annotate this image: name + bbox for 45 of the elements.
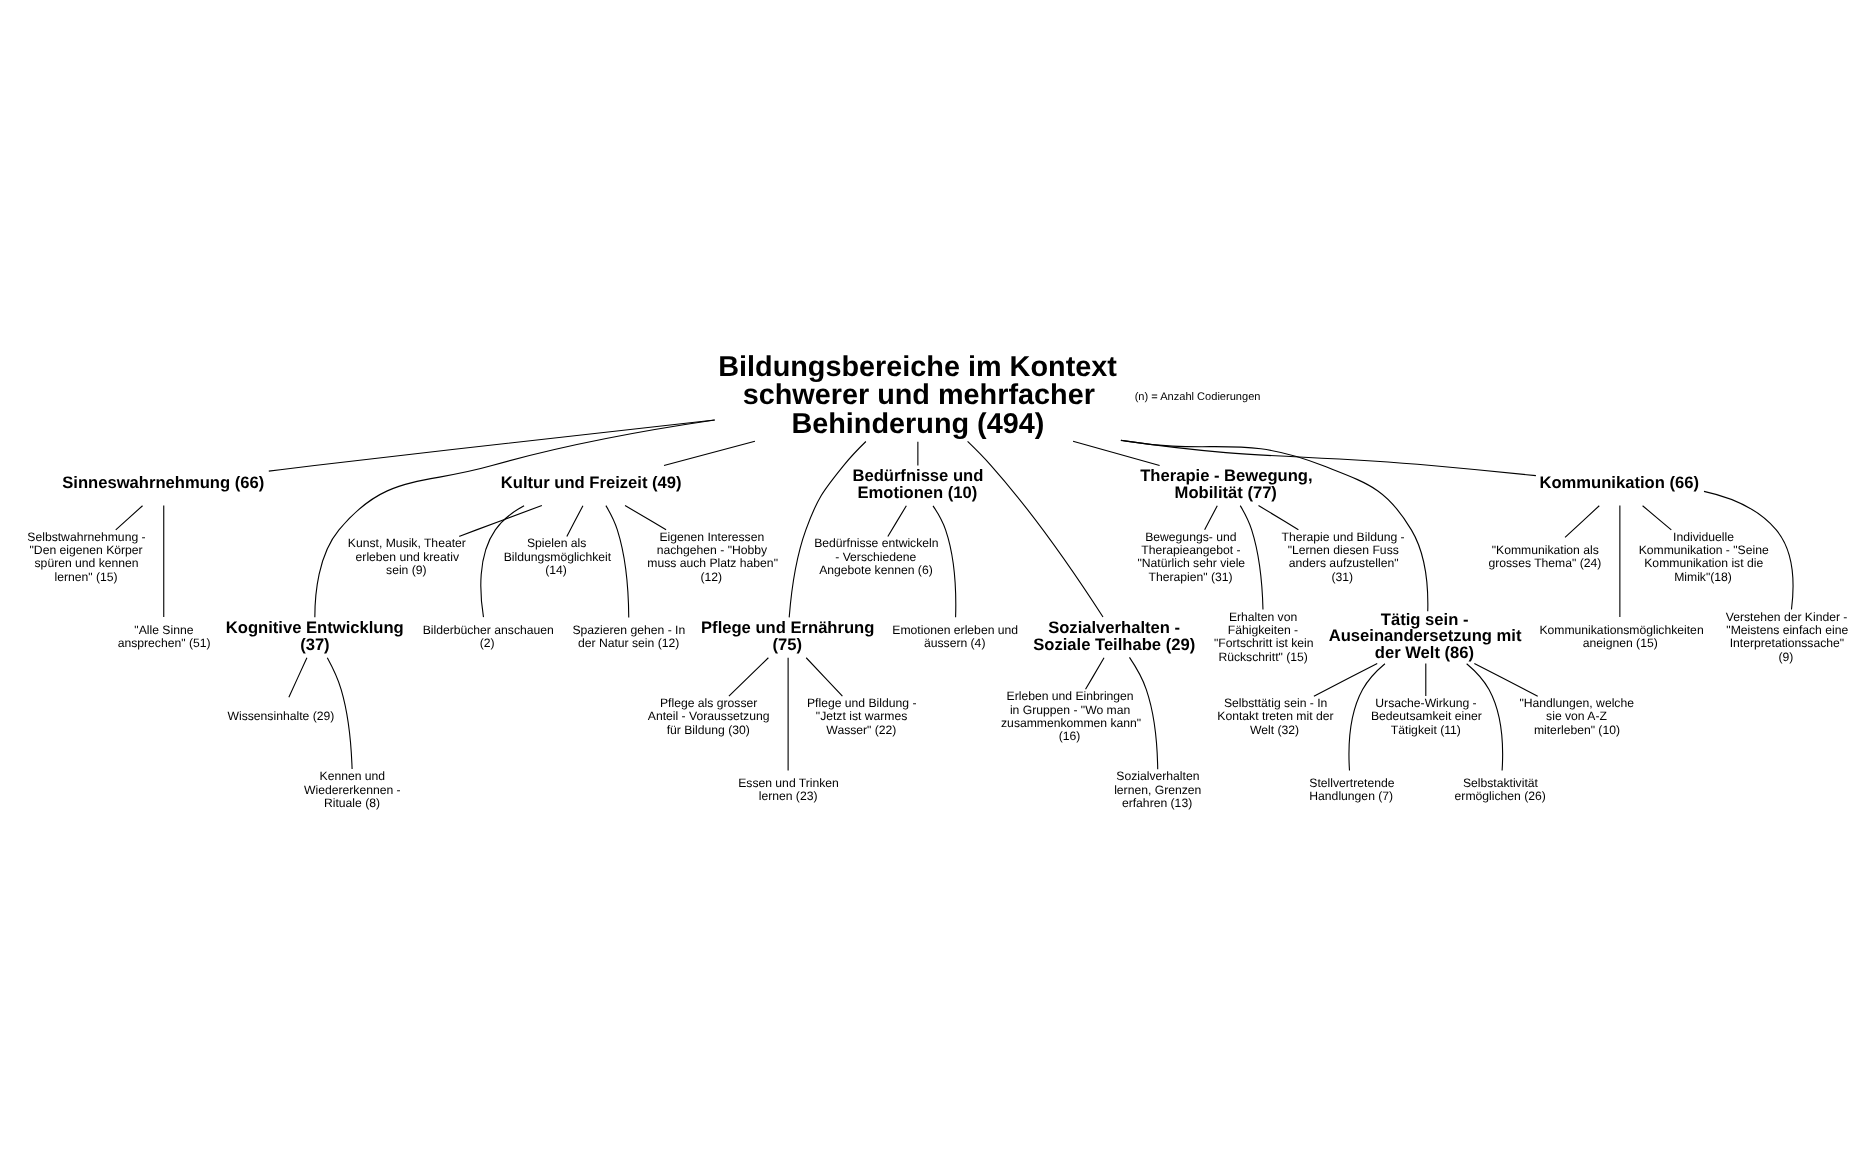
node-text: Bildungsbereiche im Kontext schwerer und mehrfacher Behinderung (494) — [718, 351, 1117, 442]
node-text: Kognitive Entwicklung (37) — [225, 617, 404, 654]
connector — [1348, 663, 1386, 771]
connector — [566, 505, 584, 537]
connector — [288, 657, 308, 698]
node-text: Kultur und Freizeit (49) — [500, 472, 682, 493]
connector — [1564, 505, 1600, 538]
connector — [663, 440, 756, 467]
connector — [1425, 663, 1427, 697]
node-text: Kommunikation (66) — [1539, 472, 1699, 493]
connector — [1473, 663, 1539, 697]
connector — [1239, 505, 1264, 611]
connector — [967, 440, 1104, 618]
connector — [1204, 505, 1218, 531]
connector — [932, 505, 957, 618]
node-text: Therapie - Bewegung, Mobilität (77) — [1140, 465, 1313, 502]
connector — [787, 657, 789, 771]
node-text: Sinneswahrnehmung (66) — [62, 472, 265, 493]
connector — [728, 657, 769, 697]
connector — [1313, 663, 1378, 697]
connector — [1072, 440, 1161, 467]
connector — [624, 504, 667, 531]
node-text: Sozialverhalten - Soziale Teilhabe (29) — [1033, 617, 1196, 654]
connector — [314, 419, 716, 618]
node-text: Pflege und Ernährung (75) — [701, 617, 875, 654]
connector — [458, 504, 543, 537]
connector — [115, 505, 144, 531]
connector — [605, 505, 630, 618]
connector — [805, 657, 843, 697]
connector — [788, 440, 867, 618]
connector — [1120, 439, 1537, 477]
connector — [1642, 505, 1672, 531]
node-text: Tätig sein - Auseinandersetzung mit der Welt (86) — [1328, 608, 1522, 662]
connector — [163, 505, 165, 618]
connector — [1128, 656, 1159, 770]
connector — [1619, 505, 1621, 618]
connector — [1257, 504, 1299, 531]
connector — [917, 441, 919, 467]
node-text: Bedürfnisse und Emotionen (10) — [852, 465, 984, 502]
connector — [1466, 663, 1504, 771]
connector — [480, 505, 525, 618]
connector — [1703, 490, 1794, 611]
connector — [326, 657, 353, 770]
connector — [887, 505, 907, 537]
connector — [1085, 657, 1105, 690]
